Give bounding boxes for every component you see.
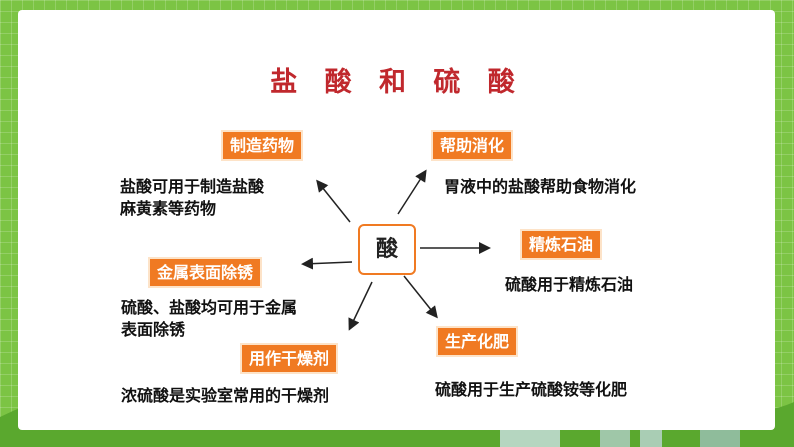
tag-refining: 精炼石油 — [522, 231, 601, 258]
desc-fertilizer: 硫酸用于生产硫酸铵等化肥 — [435, 380, 628, 399]
desc-rust-removal: 硫酸、盐酸均可用于金属 表面除锈 — [121, 297, 297, 341]
arrow-desiccant — [348, 281, 373, 331]
arrow-digestion — [397, 169, 427, 215]
desc-medicine-line1: 盐酸可用于制造盐酸 — [120, 177, 265, 196]
arrow-rust — [301, 257, 353, 270]
content-card — [18, 10, 775, 430]
desc-rust-line1: 硫酸、盐酸均可用于金属 — [121, 298, 298, 317]
center-node-acid: 酸 — [358, 224, 416, 275]
arrow-medicine — [316, 179, 351, 223]
tag-rust-removal: 金属表面除锈 — [150, 259, 261, 286]
desc-digestion: 胃液中的盐酸帮助食物消化 — [444, 177, 637, 196]
desc-desiccant: 浓硫酸是实验室常用的干燥剂 — [121, 386, 330, 405]
desc-medicine: 盐酸可用于制造盐酸 麻黄素等药物 — [120, 176, 264, 220]
desc-medicine-line2: 麻黄素等药物 — [120, 199, 217, 218]
tag-fertilizer: 生产化肥 — [438, 328, 517, 355]
desc-refining: 硫酸用于精炼石油 — [505, 275, 634, 294]
arrow-fertilizer — [403, 275, 438, 319]
desc-rust-line2: 表面除锈 — [121, 320, 186, 339]
slide-title: 盐 酸 和 硫 酸 — [270, 67, 524, 98]
tag-medicine: 制造药物 — [223, 132, 302, 159]
tag-digestion: 帮助消化 — [433, 132, 512, 159]
tag-desiccant: 用作干燥剂 — [242, 345, 337, 372]
